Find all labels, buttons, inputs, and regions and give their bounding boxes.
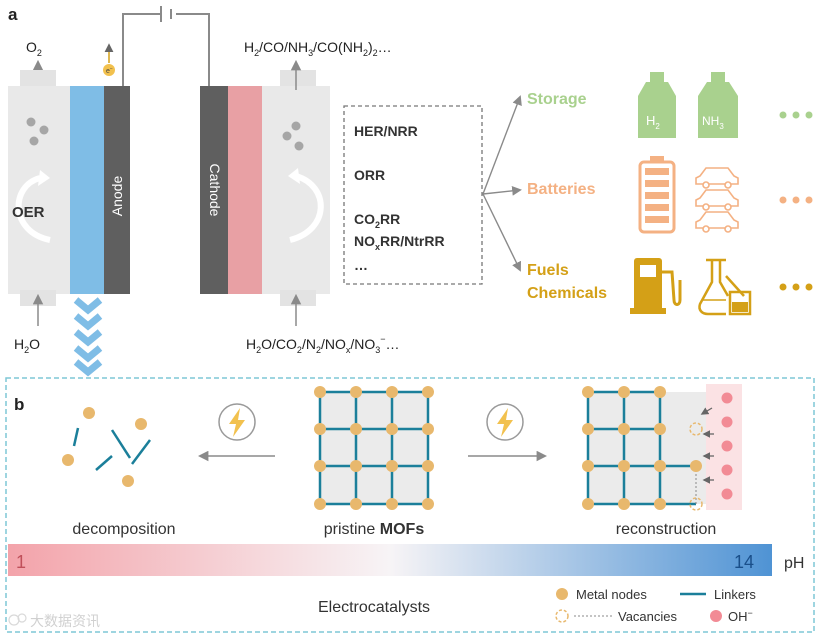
electrocatalysts-label: Electrocatalysts	[318, 599, 430, 616]
electron-charge: −	[110, 66, 113, 72]
bubbles-left	[26, 117, 49, 146]
reaction-noxrr: NOxRR/NtrRR	[354, 233, 445, 252]
oer-label: OER	[12, 204, 45, 221]
watermark-text: 大数据资讯	[30, 613, 100, 629]
h2-bottle-icon: H2	[638, 72, 676, 138]
anode-membrane	[70, 86, 104, 294]
reaction-orr: ORR	[354, 167, 385, 183]
legend-oh: OH−	[728, 608, 753, 624]
cathode-cycle-arrow-icon	[288, 168, 324, 243]
storage-label: Storage	[527, 91, 587, 108]
lightning-left-icon	[218, 403, 256, 441]
svg-text:e−: e−	[106, 66, 113, 75]
legend-linkers: Linkers	[714, 587, 756, 602]
cathode-membrane	[228, 86, 262, 294]
chemicals-label: Chemicals	[527, 285, 607, 302]
lightning-right-icon	[486, 403, 524, 441]
fuel-pump-icon	[630, 258, 682, 314]
ph-unit-label: pH	[784, 555, 804, 572]
feedstock-label: H2O/CO2/N2/NOx/NO3−…	[246, 334, 400, 355]
reaction-ellipsis: …	[354, 257, 368, 273]
legend-metal-nodes: Metal nodes	[576, 587, 647, 602]
reconstruction-label: reconstruction	[616, 521, 717, 538]
reaction-her-nrr: HER/NRR	[354, 123, 418, 139]
flask-beaker-icon	[698, 258, 752, 316]
ph-gradient-bar	[8, 544, 772, 576]
legend-vacancy-swatch	[555, 609, 569, 623]
cars-icon	[695, 167, 739, 233]
battery-icon	[638, 156, 676, 234]
nh3-bottle-icon: NH3	[698, 72, 738, 138]
svg-text:H2: H2	[646, 113, 660, 131]
decomposition-label: decomposition	[72, 521, 175, 538]
pristine-mof-grid	[314, 386, 434, 510]
reaction-co2rr: CO2RR	[354, 211, 400, 230]
svg-text:NH3: NH3	[702, 114, 724, 131]
branch-arrows	[482, 95, 522, 272]
external-circuit	[122, 13, 210, 86]
o2-label: O2	[26, 39, 42, 58]
decomposition-fragments	[62, 407, 151, 487]
panel-b-frame	[5, 377, 815, 633]
pristine-mofs-label: pristine MOFs	[324, 521, 425, 538]
battery-symbol-icon	[160, 6, 172, 22]
bubbles-right	[282, 121, 304, 151]
batteries-label: Batteries	[527, 181, 596, 198]
batteries-more-dots	[779, 196, 813, 204]
cathode-label: Cathode	[207, 164, 223, 217]
electron-icon: e−	[103, 43, 115, 76]
ph-max-label: 14	[734, 552, 754, 572]
h2o-label: H2O	[14, 336, 40, 355]
legend-metal-node-swatch	[556, 588, 568, 600]
oer-cycle-arrow-icon	[15, 170, 51, 243]
watermark: 大数据资讯	[8, 613, 100, 629]
cathode-electrode	[200, 86, 228, 294]
anode-label: Anode	[109, 176, 125, 217]
fuels-label: Fuels	[527, 262, 569, 279]
legend-oh-swatch	[710, 610, 722, 622]
legend-vacancies: Vacancies	[618, 609, 678, 624]
legend: Metal nodes Linkers Vacancies OH−	[555, 587, 756, 624]
reconstruction-mof-grid	[582, 384, 742, 511]
electron-symbol: e	[106, 68, 110, 75]
reactions-box	[343, 105, 483, 285]
ph-min-label: 1	[16, 552, 26, 572]
panel-a-label: a	[8, 5, 18, 24]
anode-electrode	[104, 86, 130, 294]
products-label: H2/CO/NH3/CO(NH2)2…	[244, 39, 392, 58]
storage-more-dots	[779, 111, 813, 119]
chevrons-down-icon	[73, 297, 103, 377]
fuels-more-dots	[779, 283, 813, 291]
panel-b-label: b	[14, 395, 24, 414]
